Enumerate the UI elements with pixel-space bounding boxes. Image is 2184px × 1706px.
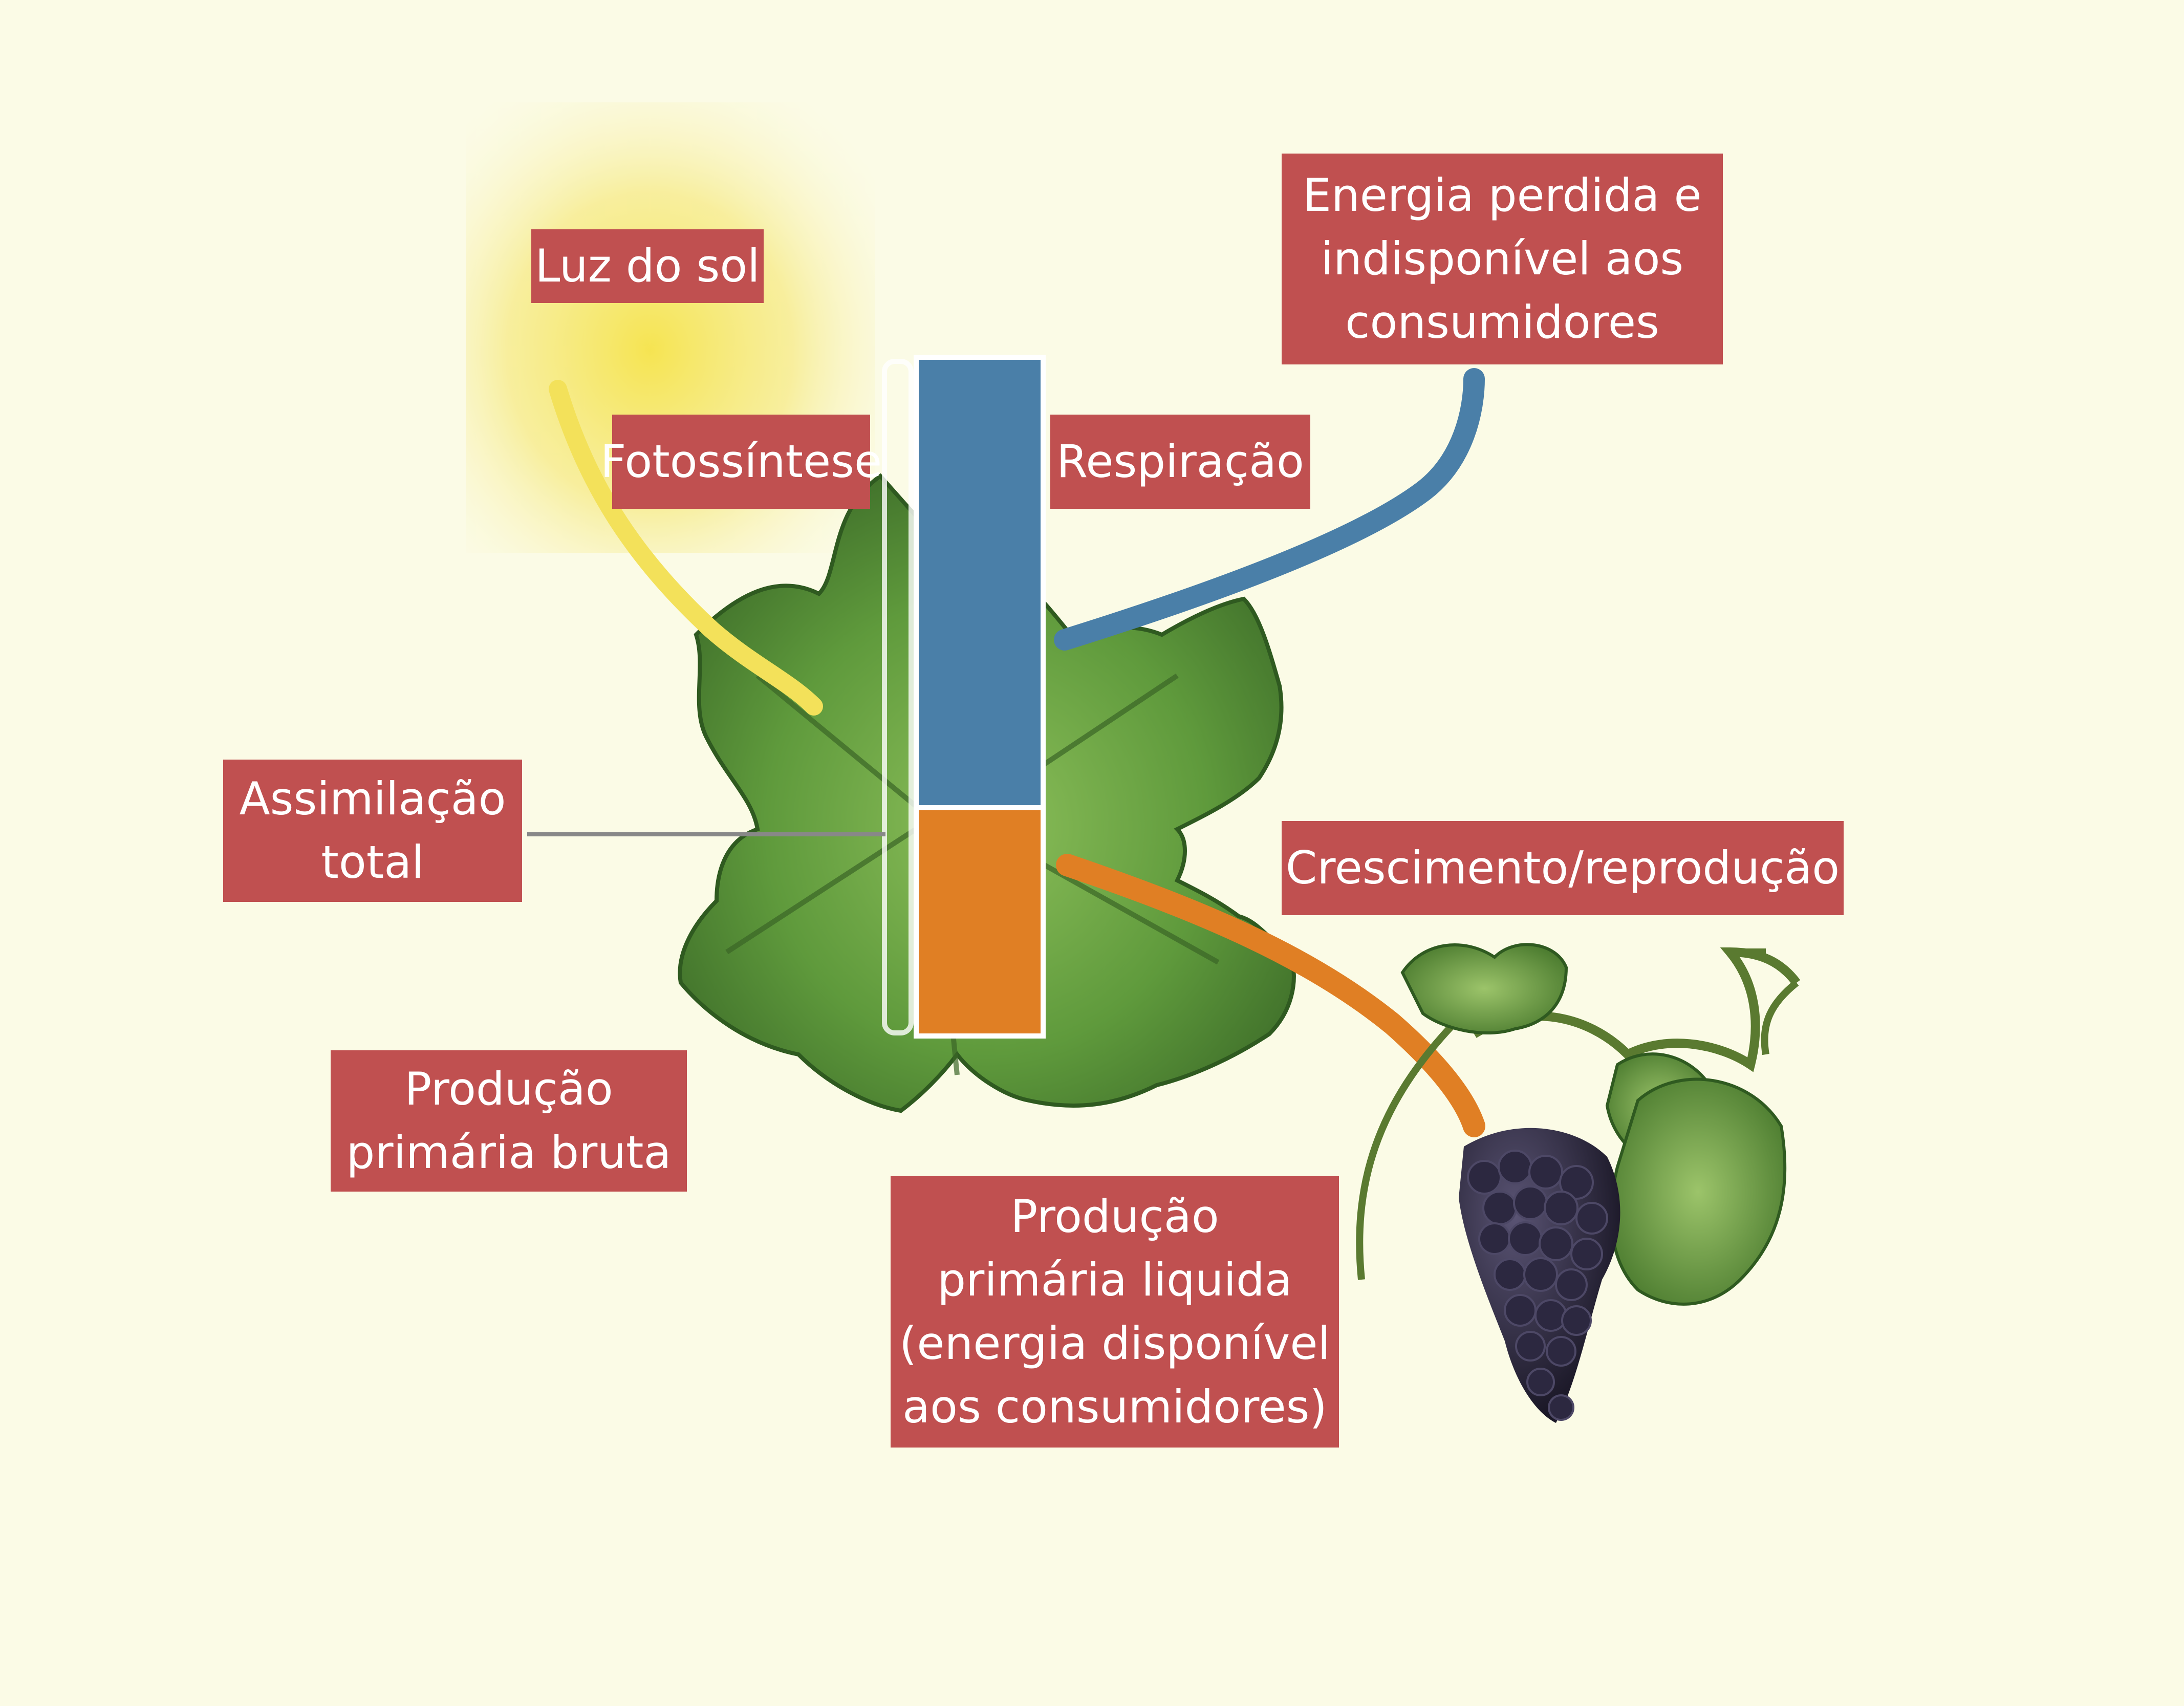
sunlight-label: Luz do sol — [531, 229, 764, 303]
gross-primary-line-2: primária bruta — [346, 1126, 672, 1179]
net-primary-line-3: (energia disponível — [899, 1317, 1330, 1370]
net-primary-line-1: Produção — [1010, 1190, 1219, 1243]
grape-bunch-icon — [1356, 943, 1801, 1423]
net-primary-production-label: Produção primária liquida (energia dispo… — [891, 1176, 1339, 1448]
net-production-bar-segment — [914, 805, 1046, 1039]
energy-bar — [914, 355, 1046, 1039]
total-assimilation-line-1: Assimilação — [239, 772, 506, 825]
energy-lost-label: Energia perdida e indisponível aos consu… — [1282, 154, 1723, 364]
energy-lost-line-3: consumidores — [1345, 296, 1659, 349]
growth-reproduction-label-text: Crescimento/reprodução — [1285, 841, 1840, 894]
sunlight-label-text: Luz do sol — [535, 240, 760, 292]
photosynthesis-label-text: Fotossíntese — [600, 435, 882, 488]
total-assimilation-line-2: total — [321, 836, 424, 889]
sunlight-arrow — [549, 380, 823, 716]
respiration-arrow — [1054, 368, 1485, 651]
gross-primary-line-1: Produção — [404, 1063, 613, 1115]
net-primary-line-4: aos consumidores) — [902, 1380, 1327, 1433]
respiration-bar-segment — [914, 355, 1046, 810]
respiration-label-text: Respiração — [1056, 435, 1304, 488]
respiration-label: Respiração — [1050, 415, 1310, 509]
photosynthesis-label: Fotossíntese — [600, 415, 882, 509]
net-primary-line-2: primária liquida — [937, 1254, 1292, 1306]
gross-primary-production-label: Produção primária bruta — [331, 1050, 687, 1192]
total-assimilation-label: Assimilação total — [223, 760, 522, 902]
bar-outline — [882, 359, 914, 1035]
growth-arrow — [1056, 854, 1485, 1137]
growth-reproduction-label: Crescimento/reprodução — [1282, 821, 1844, 915]
energy-lost-line-2: indisponível aos — [1321, 232, 1684, 285]
energy-lost-line-1: Energia perdida e — [1303, 169, 1702, 222]
